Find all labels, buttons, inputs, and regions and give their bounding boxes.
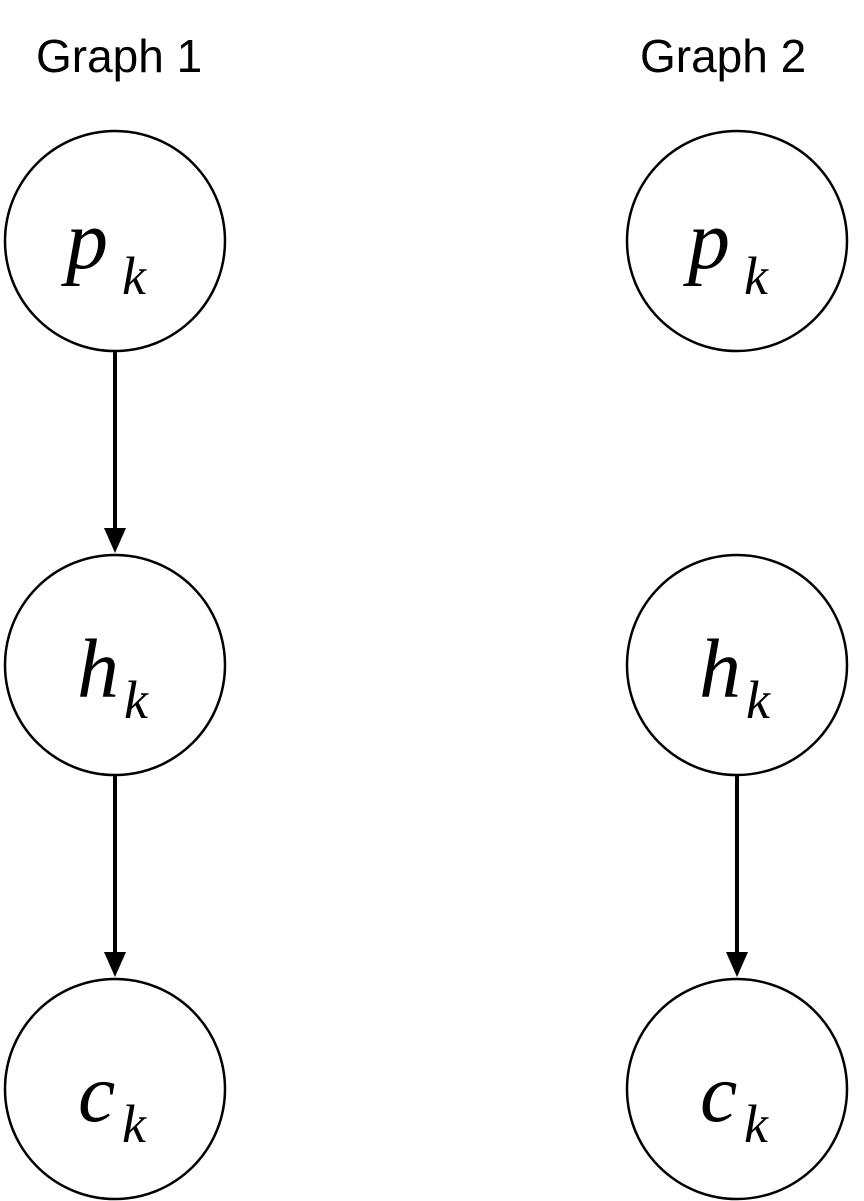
graph-2-node-p-circle bbox=[625, 129, 849, 353]
graph-1-node-p-var: p bbox=[61, 194, 108, 287]
graph-1-node-h-var: h bbox=[77, 623, 119, 716]
graph-1-arrowhead-p-h bbox=[104, 528, 126, 553]
graph-2-node-p-var: p bbox=[683, 194, 730, 287]
graph-1-node-c-sub: k bbox=[122, 1094, 147, 1154]
graph-1-node-c-circle bbox=[3, 977, 227, 1201]
graph-2-arrowhead-h-c bbox=[726, 952, 748, 977]
graph-1-node-c: c k bbox=[3, 977, 227, 1201]
graph-1-node-h-sub: k bbox=[124, 670, 149, 730]
graph-2-node-c-circle bbox=[625, 977, 849, 1201]
graph-1-arrowhead-h-c bbox=[104, 952, 126, 977]
graph-1-node-p-sub: k bbox=[122, 246, 147, 306]
graph-1-node-h-circle bbox=[3, 553, 227, 777]
graph-1-node-c-var: c bbox=[78, 1047, 115, 1140]
graph-2-node-h-var: h bbox=[699, 623, 741, 716]
graph-2-node-c: c k bbox=[625, 977, 849, 1201]
graph-2-node-h-circle bbox=[625, 553, 849, 777]
graph-2-title: Graph 2 bbox=[640, 30, 807, 82]
graph-2-node-c-var: c bbox=[700, 1047, 737, 1140]
graph-2-node-h: h k bbox=[625, 553, 849, 777]
graph-1-node-h: h k bbox=[3, 553, 227, 777]
graph-1-title: Graph 1 bbox=[36, 30, 203, 82]
graph-2-node-p: p k bbox=[625, 129, 849, 353]
graph-1-node-p: p k bbox=[3, 129, 227, 353]
graph-1-node-p-circle bbox=[3, 129, 227, 353]
graph-2-node-c-sub: k bbox=[744, 1094, 769, 1154]
graph-2-node-p-sub: k bbox=[744, 246, 769, 306]
graph-2-node-h-sub: k bbox=[746, 670, 771, 730]
